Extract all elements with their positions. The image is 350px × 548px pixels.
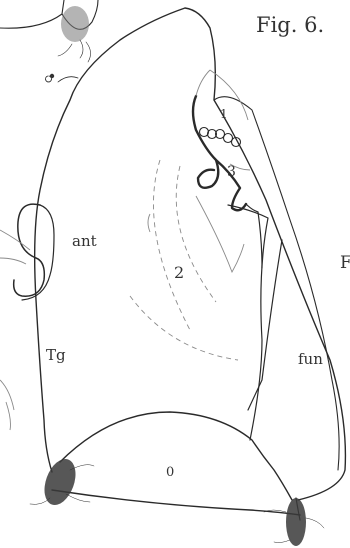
segment-zero-outline	[52, 412, 300, 515]
label-ant: ant	[72, 232, 97, 250]
antennal-notch	[14, 204, 45, 296]
left-joint-blob	[39, 455, 82, 510]
label-1: 1	[220, 107, 228, 121]
right-joint-blob	[286, 498, 306, 546]
label-tg: Tg	[46, 346, 66, 364]
label-fun: fun	[298, 350, 323, 368]
label-2: 2	[174, 263, 184, 282]
label-3: 3	[227, 164, 236, 180]
label-0: 0	[166, 465, 174, 480]
body-outline	[35, 8, 346, 500]
figure-title: Fig. 6.	[256, 13, 324, 37]
label-edge-letter: F	[340, 253, 350, 273]
upper-appendage	[0, 0, 98, 82]
